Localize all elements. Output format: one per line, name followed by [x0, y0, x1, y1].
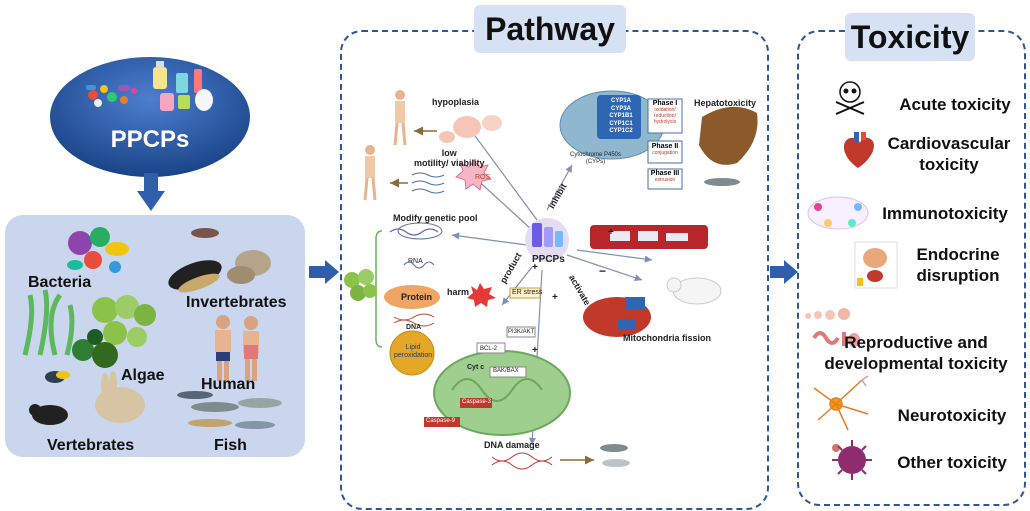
invertebrates-icon [168, 228, 271, 293]
svg-text:+: + [532, 345, 538, 356]
label-harm: harm [447, 287, 470, 297]
heart-icon [844, 132, 874, 168]
dna-damage-icon [491, 452, 553, 470]
phase-2-sub: conjugation [652, 150, 678, 156]
svg-text:+: + [552, 292, 558, 303]
skull-icon [835, 81, 865, 115]
toxicity-endocrine: Endocrine disruption [916, 245, 1000, 285]
label-cytochrome: Cytochrome P450s (CYPs) [570, 152, 622, 165]
toxicity-title: Toxicity [845, 13, 975, 61]
zebrafish-icon [704, 178, 740, 186]
label-ros: ROS [475, 174, 491, 181]
ros-burst-icon [455, 159, 492, 191]
phase-2-label: Phase II [651, 143, 679, 150]
label-center-ppcps: PPCPs [532, 254, 565, 265]
phase-2-box: Phase II conjugation [648, 143, 682, 156]
protein-icon [384, 285, 440, 309]
phase-3-box: Phase III extrusion [648, 170, 682, 183]
phase-1-label: Phase I [652, 100, 678, 107]
right-arrow-icon [309, 260, 339, 284]
label-low-motility: low motility/ viability [414, 148, 485, 168]
label-bcl2: BCL-2 [480, 346, 498, 352]
label-invertebrates: Invertebrates [186, 294, 287, 311]
phase-1-box: Phase I oxidation/ reduction/ hydrolysis [648, 100, 682, 125]
virus-icon [832, 440, 872, 480]
toxicity-icons [805, 81, 898, 480]
label-caspase9: Caspase-9 [426, 418, 456, 424]
toxicity-reproductive: Reproductive and developmental toxicity [824, 333, 1008, 373]
phase-1-sub: oxidation/ reduction/ hydrolysis [653, 107, 677, 125]
label-mitochondria-fission: Mitochondria fission [623, 333, 712, 343]
label-dna-damage: DNA damage [484, 440, 540, 450]
cyp-item: CYP3A [610, 105, 631, 112]
reproductive-organs-icon [805, 308, 860, 347]
cyp-item: CYP1B1 [609, 113, 633, 119]
label-hepatotoxicity: Hepatotoxicity [694, 98, 757, 108]
toxicity-acute: Acute toxicity [899, 95, 1011, 114]
svg-text:+: + [608, 227, 614, 238]
toxicity-immuno: Immunotoxicity [882, 204, 1008, 223]
vertebrates-icon [29, 371, 145, 425]
label-bax-bak: BAK/BAX [493, 368, 519, 374]
organisms-illustration [22, 227, 282, 429]
endocrine-system-icon [854, 241, 898, 289]
phase-3-label: Phase III [650, 170, 680, 177]
sperm-icon [411, 172, 445, 194]
fish-icon [177, 391, 282, 429]
pills-icon [86, 85, 137, 107]
label-algae: Algae [121, 367, 165, 384]
ppcps-ellipse: PPCPs [50, 57, 250, 177]
harm-burst-icon [467, 283, 496, 307]
pathway-diagram: + + + − + [344, 90, 758, 470]
toxicity-other: Other toxicity [897, 453, 1007, 472]
label-pi3k-akt: PI3K/AKT [508, 329, 535, 335]
embryo-icon [439, 115, 502, 143]
cosmetics-icon [153, 61, 213, 111]
cyp-item: CYP1A [610, 98, 631, 104]
label-modify-genetic-pool: Modify genetic pool [393, 213, 478, 223]
human-figure-icon [363, 90, 407, 201]
label-caspase3: Caspase-3 [462, 399, 492, 405]
algae-icon [22, 289, 156, 368]
toxicity-cardiovascular: Cardiovascular toxicity [887, 134, 1011, 174]
human-icon [215, 315, 259, 381]
cyp-list: CYP1A CYP3A CYP1B1 CYP1C1 CYP1C2 [601, 98, 641, 136]
phase-3-sub: extrusion [654, 177, 676, 183]
label-dna: DNA [406, 324, 422, 331]
label-er-stress: ER stress [512, 289, 543, 296]
neuron-icon [813, 375, 869, 431]
label-cyt-c: Cyt c [467, 364, 485, 371]
down-arrow-icon [137, 173, 165, 211]
label-rna: RNA [408, 258, 423, 265]
pathway-title: Pathway [474, 5, 626, 53]
svg-text:+: + [532, 262, 538, 273]
algae-cells-icon [344, 269, 377, 301]
label-lipid-peroxidation: Lipid peroxidation [394, 344, 433, 359]
cyp-item: CYP1C2 [609, 128, 633, 134]
cyp-item: CYP1C1 [609, 120, 633, 127]
immune-system-icon [807, 196, 869, 230]
label-human: Human [201, 376, 256, 393]
lipid-peroxidation-icon [389, 330, 435, 376]
toxicity-neuro: Neurotoxicity [897, 406, 1007, 425]
bacteria-icon [67, 227, 129, 273]
label-hypoplasia: hypoplasia [432, 97, 480, 107]
dna-icon [393, 313, 435, 327]
label-vertebrates: Vertebrates [47, 437, 135, 454]
ppcps-center-icon [525, 218, 569, 262]
ppcps-title: PPCPs [111, 126, 190, 153]
svg-text:−: − [599, 264, 606, 278]
right-arrow-icon [770, 260, 798, 284]
label-bacteria: Bacteria [28, 274, 92, 291]
label-fish: Fish [214, 437, 247, 454]
liver-icon [699, 106, 758, 165]
label-protein: Protein [401, 292, 433, 302]
